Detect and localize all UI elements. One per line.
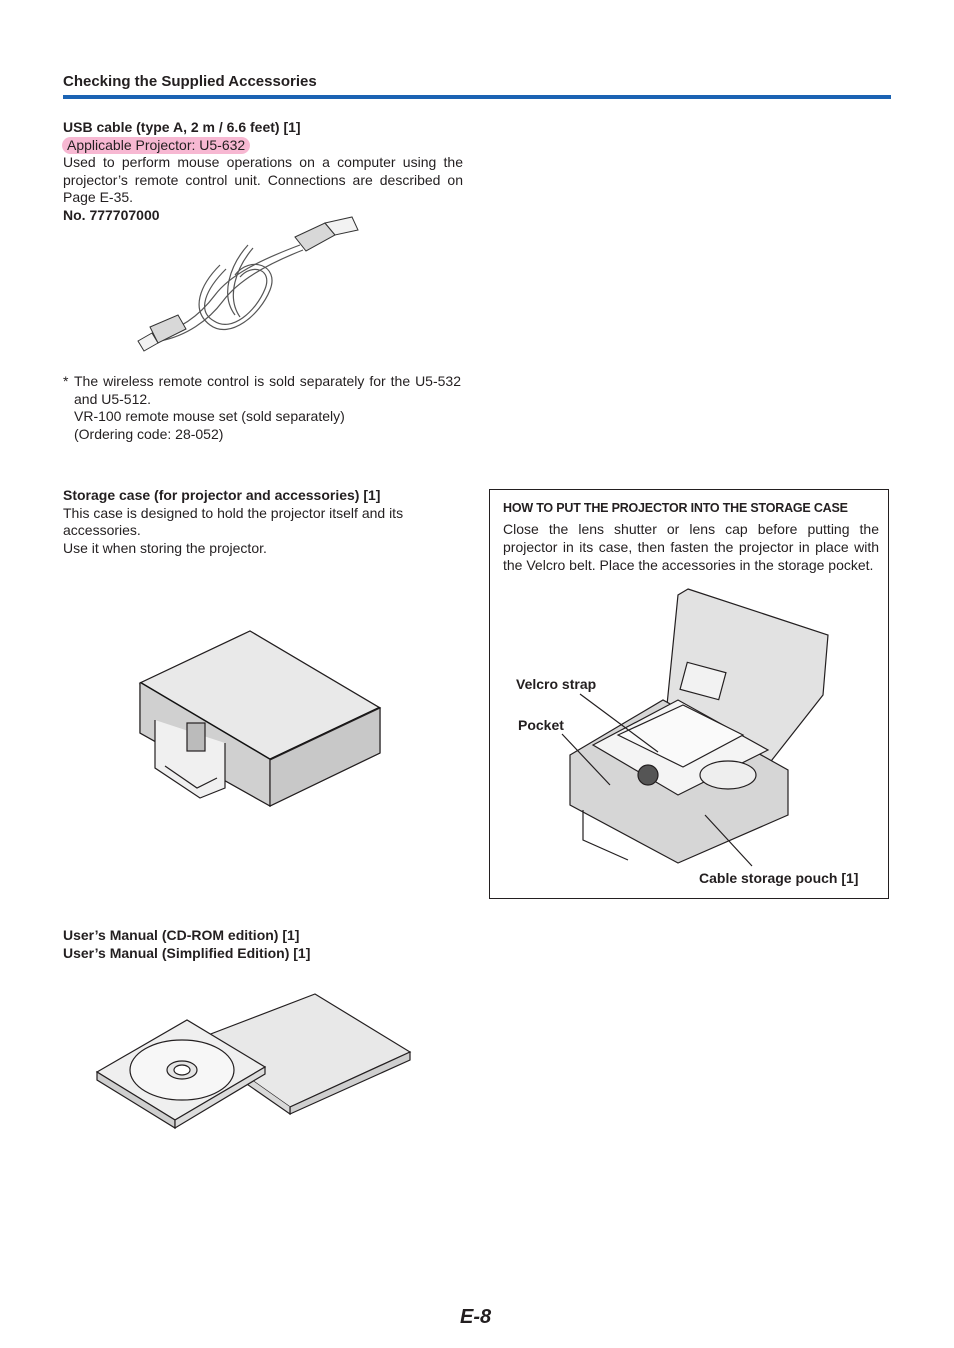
manual-simplified-title: User’s Manual (Simplified Edition) [1] [63,944,311,961]
note-line-2: VR-100 remote mouse set (sold separately… [74,408,345,425]
usb-part-number: No. 777707000 [63,206,160,223]
pocket-label: Pocket [518,717,564,733]
note-line-1: The wireless remote control is sold sepa… [74,373,461,407]
title-rule [63,95,891,99]
storage-case-description: This case is designed to hold the projec… [63,504,404,539]
note-line-3: (Ordering code: 28-052) [74,425,224,442]
note-marker: * [63,373,69,389]
velcro-strap-label: Velcro strap [516,676,597,692]
storage-case-usage: Use it when storing the projector. [63,539,267,556]
howto-title: HOW TO PUT THE PROJECTOR INTO THE STORAG… [503,501,848,515]
usb-cable-title: USB cable (type A, 2 m / 6.6 feet) [1] [63,119,301,135]
storage-case-closed-illustration [138,630,382,808]
storage-case-title: Storage case (for projector and accessor… [63,487,381,503]
storage-case-section: Storage case (for projector and accessor… [63,487,443,557]
cable-pouch-label: Cable storage pouch [1] [699,870,859,886]
manuals-illustration [95,993,412,1130]
section-title: Checking the Supplied Accessories [63,73,317,90]
usb-cable-illustration [137,216,359,352]
callout-leaders [561,693,753,867]
usb-cable-section: USB cable (type A, 2 m / 6.6 feet) [1] A… [62,119,463,225]
usb-cable-description: Used to perform mouse operations on a co… [63,154,463,206]
howto-text: Close the lens shutter or lens cap befor… [503,521,879,573]
howto-box: HOW TO PUT THE PROJECTOR INTO THE STORAG… [489,489,889,899]
manual-cdrom-title: User’s Manual (CD-ROM edition) [1] [63,927,300,943]
applicable-projector-badge: Applicable Projector: U5-632 [62,136,251,155]
page-number: E-8 [460,1306,492,1328]
storage-case-open-illustration [569,588,829,864]
wireless-remote-note: * The wireless remote control is sold se… [63,373,461,443]
manuals-section: User’s Manual (CD-ROM edition) [1] User’… [63,927,463,962]
